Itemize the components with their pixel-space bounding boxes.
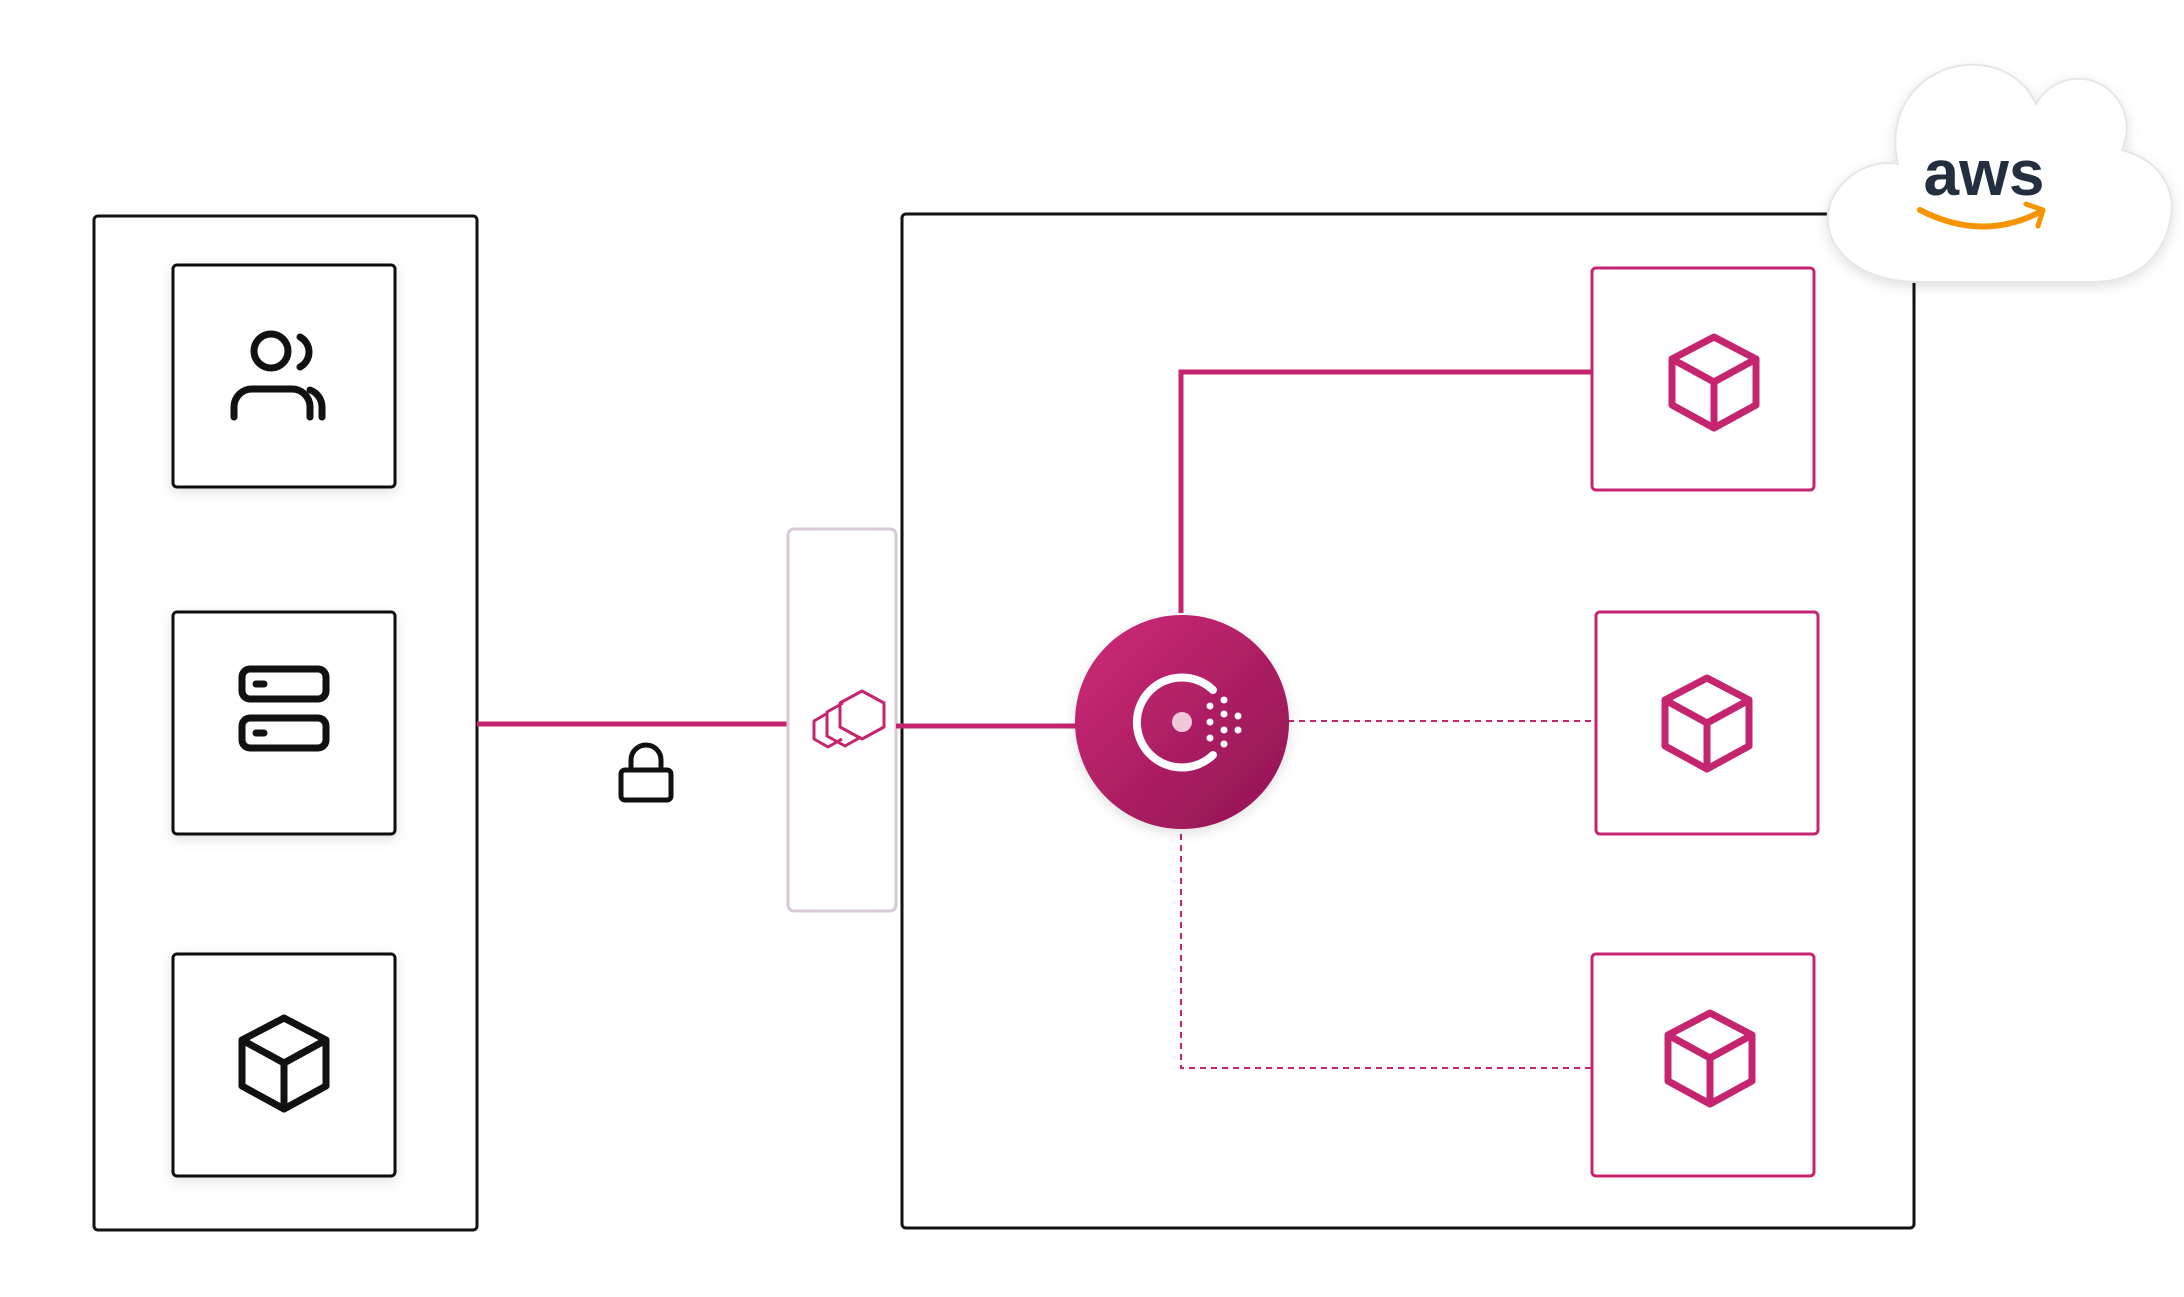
users-card [171,263,397,489]
aws-label: aws [1924,137,2045,209]
cloud-shape [1826,63,2173,283]
cube-icon [238,1014,330,1113]
envoy-proxy-icon [812,689,886,749]
users-icon [230,330,326,421]
aws-smile-icon [1917,207,2043,230]
service-3 [1590,952,1816,1178]
aws-arrow-icon [2023,201,2046,229]
left-item-users [171,263,397,489]
server-icon [238,665,330,752]
service-1 [1590,266,1816,492]
cube-icon [1664,1009,1756,1108]
cube-icon [1668,333,1760,432]
aws-cloud [1826,63,2173,283]
service-card-3 [1590,952,1816,1178]
proxy-box [786,527,898,913]
proxy-node [786,527,898,913]
server-card [171,610,397,836]
consul-hub [1075,615,1289,829]
cube-icon [1661,674,1753,773]
link-service-3 [1180,834,1592,1069]
link-service-1 [1178,369,1592,613]
lock-icon [618,742,674,803]
left-item-server [171,610,397,836]
consul-logo-icon [1132,673,1242,772]
service-2 [1594,610,1820,836]
left-item-cube [171,952,397,1178]
